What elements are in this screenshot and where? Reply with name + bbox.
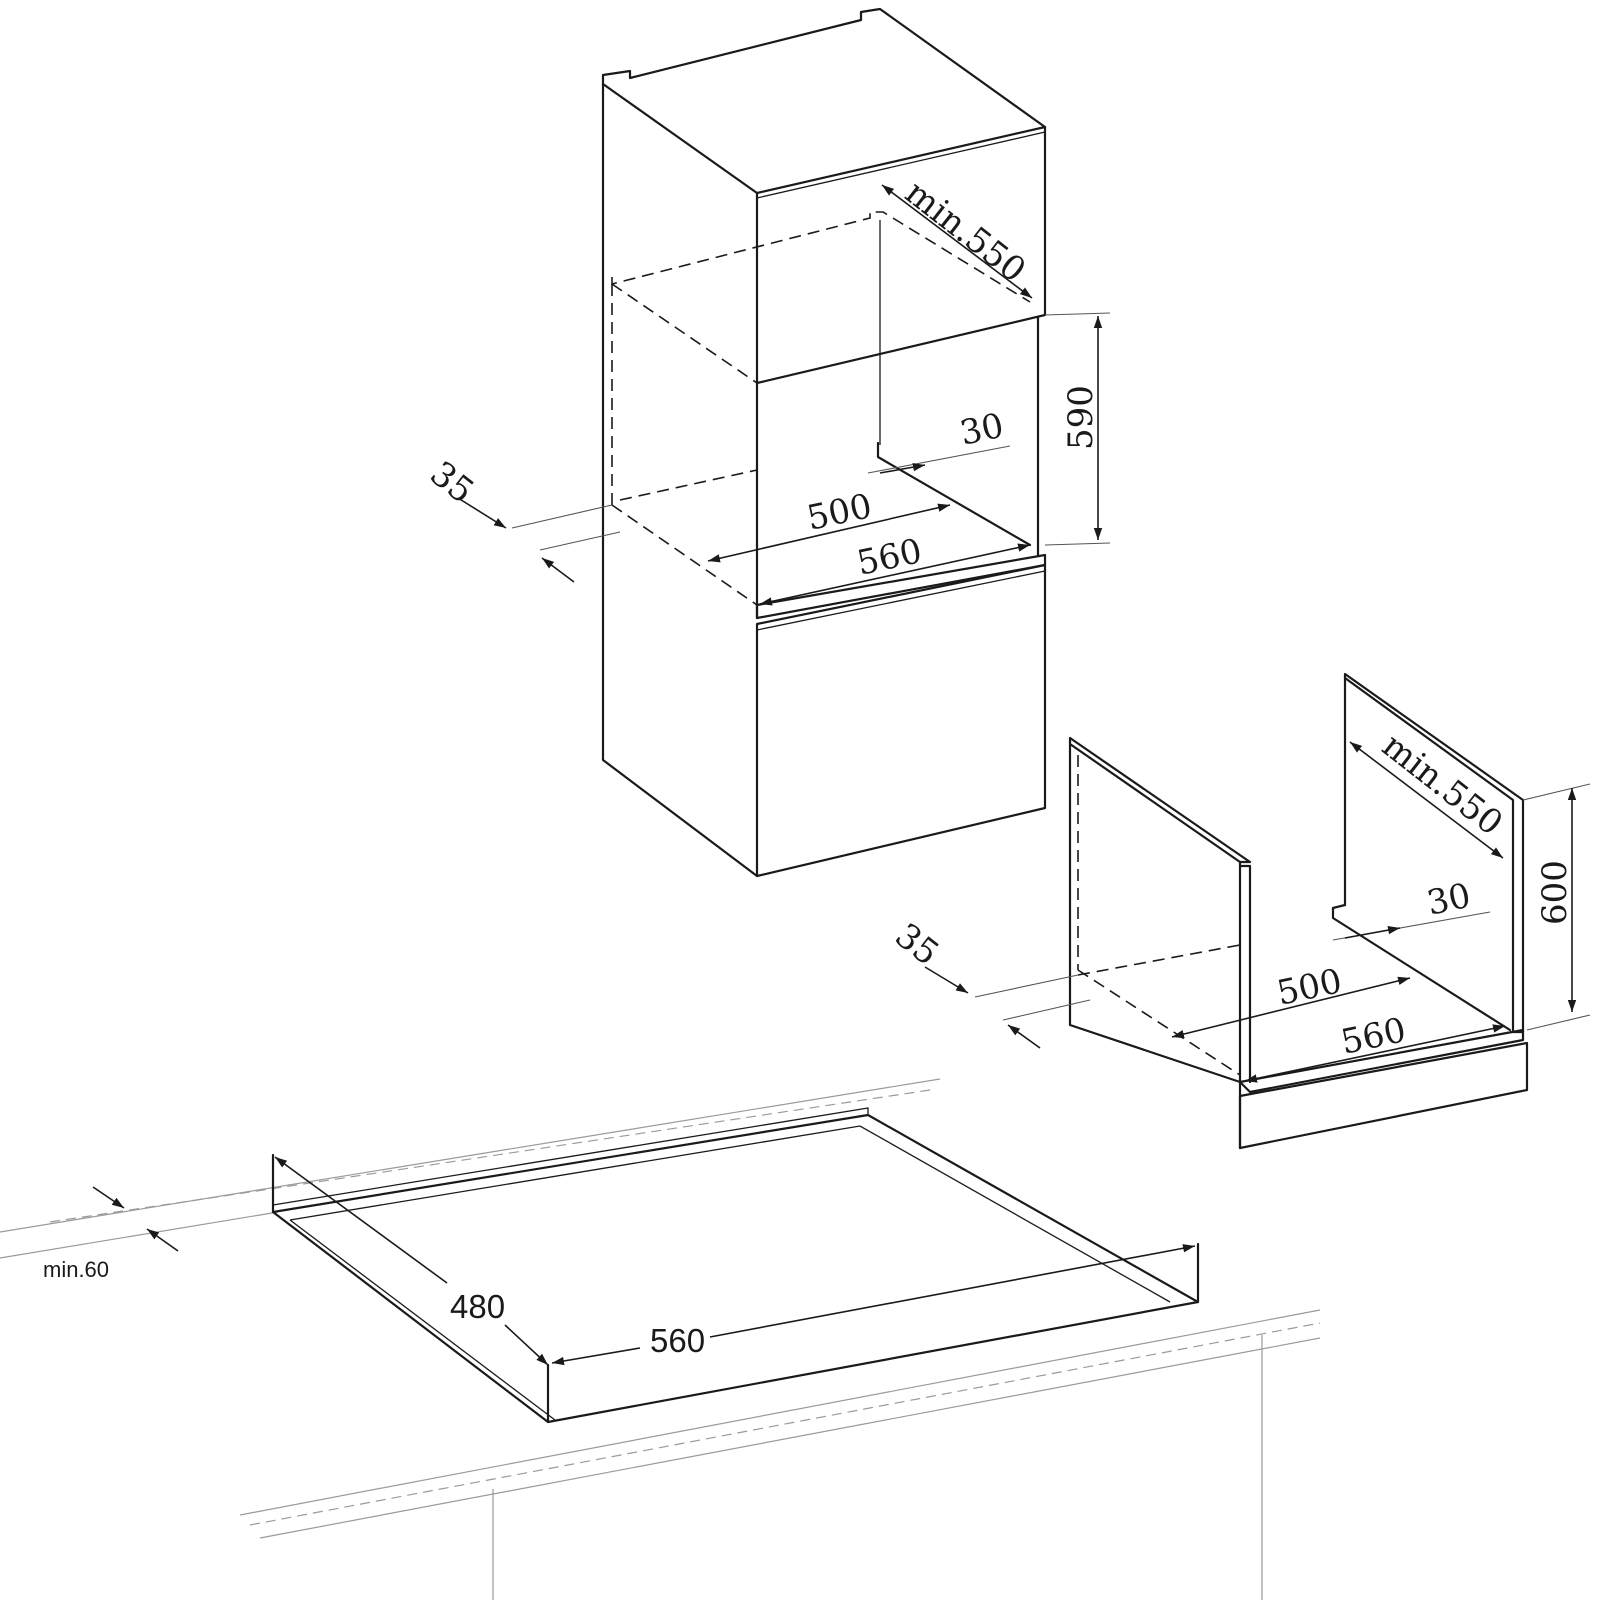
undercounter-height-ext-top [1522, 783, 1591, 801]
column-height-ext-bottom [1044, 542, 1111, 546]
undercounter-offset-label: 35 [887, 916, 946, 974]
hob-width-label: 560 [650, 1322, 705, 1359]
hob-min-distance-arrow-1 [92, 1186, 125, 1209]
undercounter-outer-width-label: 560 [1338, 1010, 1410, 1063]
undercounter-height-ext-bottom [1526, 1014, 1591, 1031]
column-hidden-floor-edge [619, 469, 758, 501]
column-gap-ext [867, 445, 1011, 474]
column-gap-arrow [879, 462, 926, 474]
undercounter-hidden-floor [1077, 969, 1241, 1076]
hob-cutout [0, 1078, 1321, 1600]
column-height-ext-top [1044, 312, 1111, 316]
hob-cutout-back-lip [272, 1107, 869, 1206]
worktop-back-line-2 [49, 1089, 931, 1223]
column-lower-front [755, 563, 1047, 878]
column-top-panel [601, 7, 1047, 129]
worktop-front-line-1 [239, 1309, 1321, 1516]
hob-cutout-inner-left [289, 1219, 556, 1421]
worktop-front-line-2 [249, 1322, 1321, 1526]
undercounter-offset-ext-2 [1002, 999, 1091, 1021]
hob-depth-line-a [274, 1156, 448, 1284]
undercounter-left-panel-front [1238, 864, 1252, 1084]
worktop-back-line-1 [0, 1078, 941, 1233]
column-depth-dimension-line [881, 184, 1033, 299]
hob-dimensions: 480 560 min.60 [43, 1156, 1196, 1366]
column-top-front-edge [601, 82, 759, 195]
undercounter-offset-arrow-1 [924, 966, 969, 994]
undercounter-back-rail-top [1331, 903, 1347, 910]
undercounter-left-panel-edge [1068, 736, 1252, 864]
column-hidden-top-edge [611, 211, 1031, 303]
undercounter-offset-ext-1 [974, 974, 1079, 998]
hob-min-distance-label: min.60 [43, 1257, 109, 1282]
column-niche-back-edge [876, 441, 1032, 547]
column-height-label: 590 [1061, 385, 1101, 450]
worktop-front-line-3 [259, 1337, 1321, 1539]
undercounter-hidden-back [1077, 944, 1241, 976]
column-gap-label: 30 [957, 406, 1008, 454]
hob-width-line-a [551, 1347, 641, 1366]
column-cabinet [601, 7, 1047, 878]
column-offset-ext-1 [511, 504, 613, 529]
undercounter-outer-width-line [1244, 1024, 1506, 1083]
undercounter-inner-width-label: 500 [1274, 961, 1346, 1014]
hob-depth-line-b [504, 1324, 549, 1366]
worktop-back-line-3 [0, 1211, 279, 1259]
column-inner-width-label: 500 [804, 486, 876, 539]
column-inner-width-line [707, 503, 951, 563]
hob-cutout-back [271, 1113, 1200, 1304]
undercounter-left-panel [1068, 742, 1242, 1084]
column-hidden-bottom-edge [611, 504, 758, 606]
undercounter-back-rail [1331, 906, 1512, 1032]
column-left-edge [601, 82, 759, 878]
column-offset-arrow-1 [457, 497, 507, 529]
column-hidden-left-edge [611, 283, 758, 384]
undercounter-inner-width-line [1171, 976, 1411, 1039]
column-upper-front-inner [756, 131, 1046, 199]
hob-width-line-b [709, 1244, 1196, 1338]
undercounter-cabinet [1068, 672, 1529, 1150]
undercounter-depth-dimension-line [1349, 741, 1504, 859]
column-offset-arrow-2 [541, 557, 575, 583]
column-outer-width-label: 560 [854, 531, 926, 584]
undercounter-plinth [1238, 1041, 1529, 1150]
hob-min-distance-arrow-2 [146, 1228, 179, 1252]
column-dimensions: min.550 590 30 500 560 35 [422, 173, 1111, 606]
column-depth-label: min.550 [897, 173, 1033, 291]
undercounter-gap-label: 30 [1424, 876, 1475, 924]
hob-depth-label: 480 [450, 1288, 505, 1325]
column-offset-ext-2 [539, 531, 621, 551]
hob-cutout-outline [271, 1153, 1200, 1424]
hob-cutout-inner-back [289, 1125, 1171, 1303]
undercounter-offset-arrow-2 [1007, 1024, 1041, 1049]
column-outer-width-line [759, 543, 1031, 606]
undercounter-height-label: 600 [1535, 860, 1575, 925]
column-offset-label: 35 [422, 454, 481, 512]
undercounter-gap-arrow [1344, 926, 1401, 939]
